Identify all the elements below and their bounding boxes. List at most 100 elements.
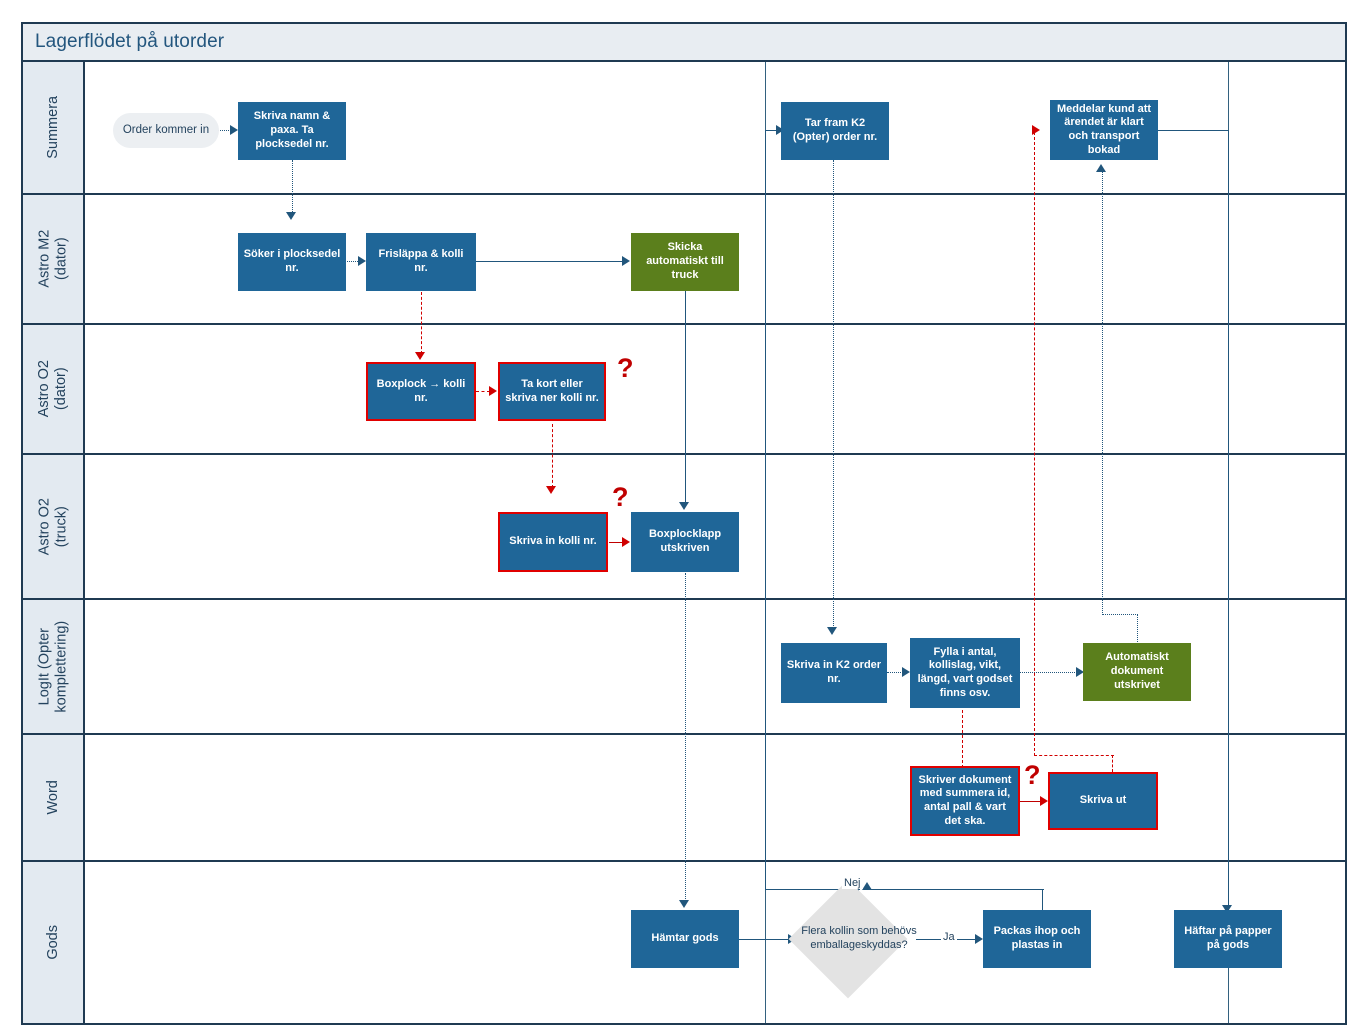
node-label: Skriva in K2 order nr. (786, 659, 882, 685)
arrowhead-up (1096, 164, 1106, 172)
node-label: Hämtar gods (651, 932, 719, 945)
node-label: Skriva namn & paxa. Ta plocksedel nr. (253, 110, 331, 150)
edge-skrivanamn-to-soker (292, 160, 293, 214)
lane-header-word: Word (23, 735, 85, 862)
edge-meddelar-to-haftar-v (1228, 130, 1229, 908)
node-label: Häftar på papper på gods (1184, 925, 1272, 951)
arrowhead-right (902, 667, 910, 677)
node-skriva-in-k2[interactable]: Skriva in K2 order nr. (781, 643, 887, 703)
node-label: Order kommer in (122, 124, 210, 137)
diagram-title-bar: Lagerflödet på utorder (23, 24, 1345, 62)
node-boxplocklapp[interactable]: Boxplocklapp utskriven (631, 512, 739, 572)
node-packas-ihop[interactable]: Packas ihop och plastas in (983, 910, 1091, 968)
lane-header-summera: Summera (23, 62, 85, 195)
node-label: Boxplock → kolli nr. (376, 377, 466, 404)
arrowhead-down (679, 900, 689, 908)
node-haftar-pa-papper[interactable]: Häftar på papper på gods (1174, 910, 1282, 968)
edge-label-nej: Nej (842, 877, 863, 889)
arrowhead-right (776, 125, 784, 135)
edge-skrivaut-riser (1112, 755, 1113, 772)
edge-packas-riser (1042, 889, 1043, 911)
arrowhead-down (286, 212, 296, 220)
lane-header-astro-m2: Astro M2 (dator) (23, 195, 85, 325)
node-meddelar-kund[interactable]: Meddelar kund att ärendet är klart och t… (1050, 100, 1158, 160)
arrowhead-right-red (1040, 796, 1048, 806)
node-label: Skriver dokument med summera id, antal p… (918, 773, 1012, 827)
node-boxplock-kolli[interactable]: Boxplock → kolli nr. (366, 362, 476, 421)
edge-loopback-vertical (765, 130, 766, 876)
edge-label-ja: Ja (941, 931, 957, 943)
arrowhead-right (1076, 667, 1084, 677)
edge-frislappa-to-skicka (476, 261, 623, 262)
edge-meddelar-to-haftar-h (1158, 130, 1229, 131)
node-label: Automatiskt dokument utskrivet (1105, 651, 1169, 691)
lane-label-text: LogIt (Opter komplettering) (36, 620, 69, 713)
node-skriva-ut[interactable]: Skriva ut (1048, 772, 1158, 830)
arrowhead-right (358, 256, 366, 266)
node-skriva-namn-paxa[interactable]: Skriva namn & paxa. Ta plocksedel nr. (238, 102, 346, 160)
edge-hamtargods-to-flerakollin (739, 939, 792, 940)
arrowhead-up (862, 882, 872, 890)
node-soker-i-plocksedel[interactable]: Söker i plocksedel nr. (238, 233, 346, 291)
node-flera-kollin-decision[interactable]: Flera kollin som behövs emballageskyddas… (790, 912, 928, 966)
node-label: Boxplocklapp utskriven (648, 528, 722, 554)
edge-automatiskt-elbow-h (1102, 614, 1138, 615)
edge-automatiskt-to-meddelar (1102, 170, 1103, 615)
edge-tarframk2-to-skrivaink2 (833, 160, 834, 630)
edge-takort-to-skrivainkolli (552, 424, 553, 488)
edge-fylla-to-automatiskt (1019, 672, 1079, 673)
node-skriver-dokument[interactable]: Skriver dokument med summera id, antal p… (910, 766, 1020, 836)
node-label: Fylla i antal, kollislag, vikt, längd, v… (917, 645, 1013, 699)
node-label: Ta kort eller skriva ner kolli nr. (505, 377, 599, 404)
edge-skrivaut-elbow-h (1034, 755, 1114, 756)
node-automatiskt-dokument[interactable]: Automatiskt dokument utskrivet (1083, 643, 1191, 701)
node-label: Packas ihop och plastas in (993, 925, 1081, 951)
lane-body-astro-o2 (85, 325, 1345, 455)
node-tar-fram-k2[interactable]: Tar fram K2 (Opter) order nr. (781, 102, 889, 160)
lane-label-text: Astro O2 (dator) (36, 360, 69, 418)
lane-header-gods: Gods (23, 862, 85, 1023)
edge-nej-riser (765, 876, 766, 890)
lane-label-text: Astro O2 (truck) (36, 497, 69, 556)
arrowhead-down-red (415, 352, 425, 360)
edge-boxplock-to-takort (476, 391, 490, 392)
edge-skrivainkolli-to-boxplocklapp (609, 542, 625, 543)
lane-header-logit: LogIt (Opter komplettering) (23, 600, 85, 735)
arrowhead-right-red (622, 537, 630, 547)
edge-skriverdokument-to-skrivaut (1019, 801, 1043, 802)
question-mark-annotation-3: ? (1024, 760, 1041, 790)
edge-skicka-to-boxplocklapp (685, 291, 686, 504)
node-label: Tar fram K2 (Opter) order nr. (792, 117, 878, 143)
page-title: Lagerflödet på utorder (35, 31, 225, 52)
edge-automatiskt-elbow-v (1137, 614, 1138, 644)
node-label: Söker i plocksedel nr. (243, 248, 341, 274)
arrowhead-down (1222, 905, 1232, 913)
node-skriva-in-kolli[interactable]: Skriva in kolli nr. (498, 512, 608, 572)
node-ta-kort-skriva[interactable]: Ta kort eller skriva ner kolli nr. (498, 362, 606, 421)
arrowhead-down-red (546, 486, 556, 494)
node-label: Skriva ut (1079, 794, 1127, 807)
lane-label-text: Word (44, 780, 61, 815)
arrowhead-right (230, 125, 238, 135)
edge-soker-to-frislappa (345, 261, 360, 262)
edge-loopback-to-tarfram (765, 130, 779, 131)
node-label: Skicka automatiskt till truck (646, 241, 724, 281)
arrowhead-right (622, 256, 630, 266)
node-hamtar-gods[interactable]: Hämtar gods (631, 910, 739, 968)
node-label: Meddelar kund att ärendet är klart och t… (1056, 102, 1152, 156)
edge-nej-horizontal (765, 889, 860, 890)
question-mark-annotation-2: ? (612, 482, 629, 512)
lane-header-astro-o2-truck: Astro O2 (truck) (23, 455, 85, 600)
node-frislappa-kolli[interactable]: Frisläppa & kolli nr. (366, 233, 476, 291)
arrowhead-right (975, 934, 983, 944)
node-order-kommer-in[interactable]: Order kommer in (113, 113, 219, 148)
node-fylla-i-antal[interactable]: Fylla i antal, kollislag, vikt, längd, v… (910, 638, 1020, 708)
edge-boxplocklapp-to-hamtargods (685, 573, 686, 903)
node-label: Flera kollin som behövs emballageskyddas… (801, 925, 917, 951)
node-label: Frisläppa & kolli nr. (378, 248, 464, 274)
lane-label-text: Astro M2 (dator) (36, 229, 69, 289)
arrowhead-right-red (489, 386, 497, 396)
question-mark-annotation-1: ? (617, 353, 634, 383)
node-skicka-till-truck[interactable]: Skicka automatiskt till truck (631, 233, 739, 291)
